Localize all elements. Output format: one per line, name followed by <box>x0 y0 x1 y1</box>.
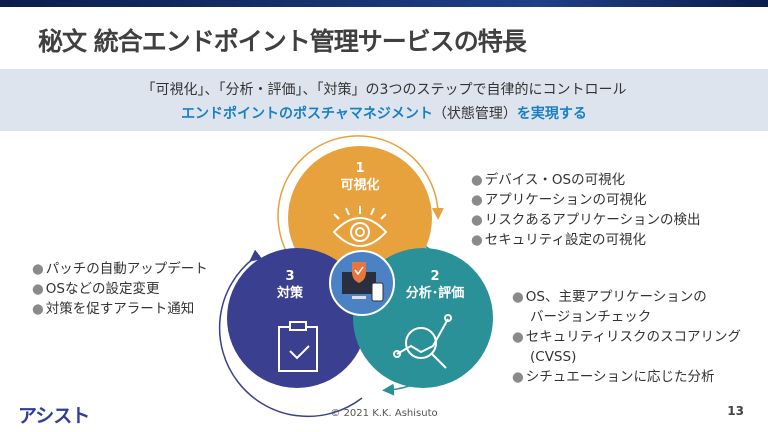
list-item: セキュリティリスクのスコアリング <box>512 327 741 347</box>
list-item: パッチの自動アップデート <box>32 259 208 279</box>
step-title: 可視化 <box>340 178 380 193</box>
step-analysis-label: 2 分析･評価 <box>395 268 475 302</box>
page-number: 13 <box>727 404 744 418</box>
device-security-icon <box>329 250 395 316</box>
action-list: パッチの自動アップデート OSなどの設定変更 対策を促すアラート通知 <box>32 259 208 319</box>
step-title: 分析･評価 <box>405 286 465 301</box>
list-item-cont: バージョンチェック <box>530 309 652 325</box>
banner-line1: 「可視化」、「分析・評価」、「対策」の3つのステップで自律的にコントロール <box>141 82 627 98</box>
list-item: 対策を促すアラート通知 <box>32 299 208 319</box>
eye-icon <box>332 206 388 247</box>
visualize-list: デバイス・OSの可視化 アプリケーションの可視化 リスクあるアプリケーションの検… <box>471 170 701 250</box>
arrow-arc-navy <box>218 249 363 418</box>
page-title: 秘文 統合エンドポイント管理サービスの特長 <box>38 27 527 56</box>
list-item: アプリケーションの可視化 <box>471 190 701 210</box>
step-number: 2 <box>430 269 440 284</box>
magnifier-chart-icon <box>393 314 452 369</box>
analysis-list: OS、主要アプリケーションの バージョンチェック セキュリティリスクのスコアリン… <box>512 287 741 387</box>
banner-highlight: エンドポイントのポスチャマネジメント <box>181 106 433 122</box>
step-number: 3 <box>285 269 295 284</box>
banner-highlight-end: を実現する <box>516 106 587 122</box>
list-item: シチュエーションに応じた分析 <box>512 367 741 387</box>
arrow-arc-orange <box>277 135 444 259</box>
step-title: 対策 <box>276 286 303 301</box>
list-item: OSなどの設定変更 <box>32 279 208 299</box>
list-item: セキュリティ設定の可視化 <box>471 230 701 250</box>
step-visualize-label: 1 可視化 <box>330 160 390 194</box>
banner-paren: （状態管理） <box>432 106 517 122</box>
list-item: OS、主要アプリケーションの <box>512 287 741 307</box>
list-item: リスクあるアプリケーションの検出 <box>471 210 701 230</box>
step-action-label: 3 対策 <box>260 268 320 302</box>
copyright: © 2021 K.K. Ashisuto <box>330 408 438 419</box>
summary-banner: 「可視化」、「分析・評価」、「対策」の3つのステップで自律的にコントロール エン… <box>0 69 768 131</box>
clipboard-check-icon <box>278 321 318 372</box>
banner-line2: エンドポイントのポスチャマネジメント（状態管理）を実現する <box>0 103 768 123</box>
top-bar <box>0 0 768 7</box>
step-number: 1 <box>355 161 365 176</box>
list-item-cont: (CVSS) <box>530 349 577 365</box>
list-item: デバイス・OSの可視化 <box>471 170 701 190</box>
company-logo: アシスト <box>18 405 90 427</box>
